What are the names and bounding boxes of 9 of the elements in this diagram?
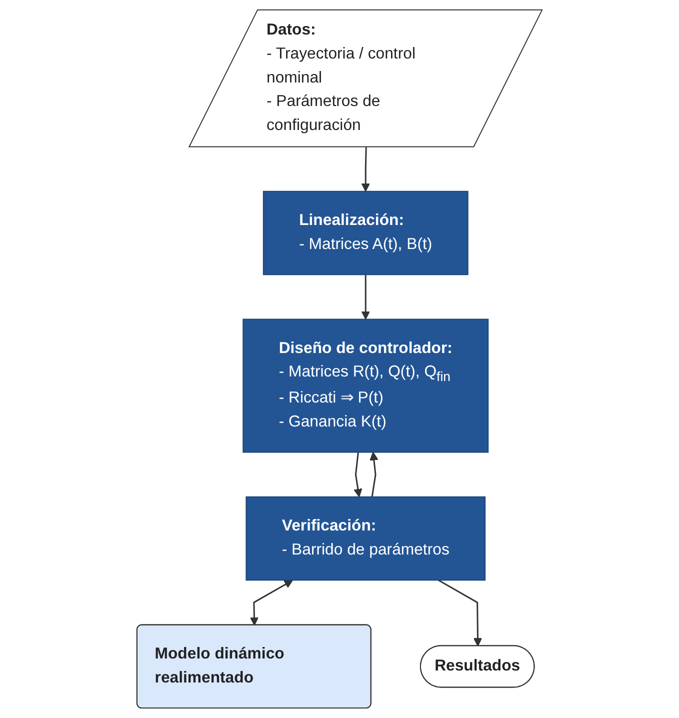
- node-box: Diseño de controlador: - Matrices R(t), Q(t), Q$_{fin}$ - Riccati ⇒ P(t) - Ganancia K(t): [242, 318, 489, 453]
- arrow: [250, 580, 293, 626]
- arrow: [361, 147, 370, 192]
- arrow: [354, 452, 362, 498]
- arrow: [438, 580, 482, 646]
- node-box: Verificación: - Barrido de parámetros: [246, 496, 486, 581]
- arrow: [370, 452, 378, 497]
- node-box: Linealización: - Matrices A(t), B(t): [262, 190, 468, 276]
- arrow: [361, 274, 370, 320]
